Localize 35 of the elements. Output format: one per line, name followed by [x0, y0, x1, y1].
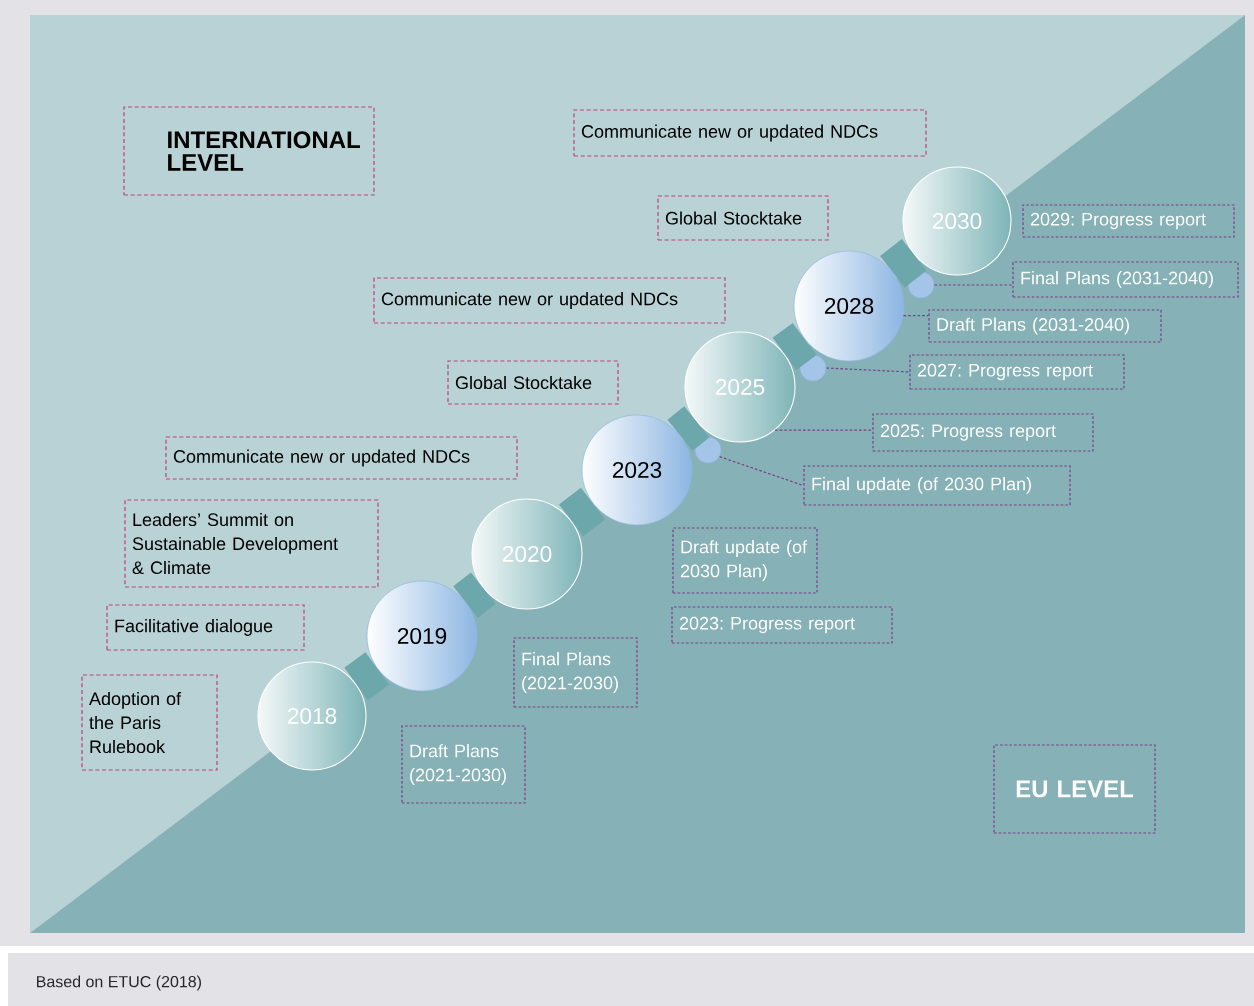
- leader-line: [825, 367, 910, 373]
- level-box: INTERNATIONAL LEVEL: [123, 106, 375, 196]
- event-box: Draft Plans (2021-2030): [401, 725, 526, 804]
- leader-line: [933, 284, 1013, 286]
- event-box: 2027: Progress report: [909, 354, 1125, 390]
- event-box: Adoption of the Paris Rulebook: [81, 674, 218, 771]
- timeline-band: [772, 322, 817, 370]
- timeline-band: [453, 572, 496, 618]
- event-box: Final Plans (2031-2040): [1012, 261, 1239, 298]
- event-box: Global Stocktake: [447, 360, 619, 405]
- dot: [694, 436, 722, 464]
- dot: [799, 354, 827, 382]
- event-box: Communicate new or updated NDCs: [373, 277, 726, 324]
- event-box: Leaders’ Summit on Sustainable Development & Climate: [124, 499, 379, 588]
- event-box: 2025: Progress report: [872, 413, 1094, 452]
- leader-line: [718, 456, 804, 487]
- level-box: EU LEVEL: [993, 744, 1156, 834]
- event-box: Communicate new or updated NDCs: [165, 436, 518, 480]
- leader-line: [902, 315, 929, 317]
- leader-line: [774, 429, 873, 431]
- timeline-band: [880, 239, 927, 288]
- event-box: Draft Plans (2031-2040): [928, 309, 1162, 343]
- dot: [907, 271, 935, 299]
- caption: Based on ETUC (2018): [37, 975, 201, 991]
- timeline-band: [558, 487, 606, 537]
- event-box: Communicate new or updated NDCs: [573, 109, 927, 157]
- event-box: Facilitative dialogue: [106, 604, 305, 651]
- timeline-band: [344, 652, 389, 701]
- event-box: 2023: Progress report: [671, 606, 893, 644]
- event-box: Final Plans (2021-2030): [513, 637, 638, 708]
- timeline-band: [667, 406, 710, 451]
- event-box: Draft update (of 2030 Plan): [672, 527, 818, 594]
- event-box: 2029: Progress report: [1022, 204, 1235, 238]
- event-box: Global Stocktake: [657, 195, 829, 241]
- event-box: Final update (of 2030 Plan): [803, 465, 1071, 506]
